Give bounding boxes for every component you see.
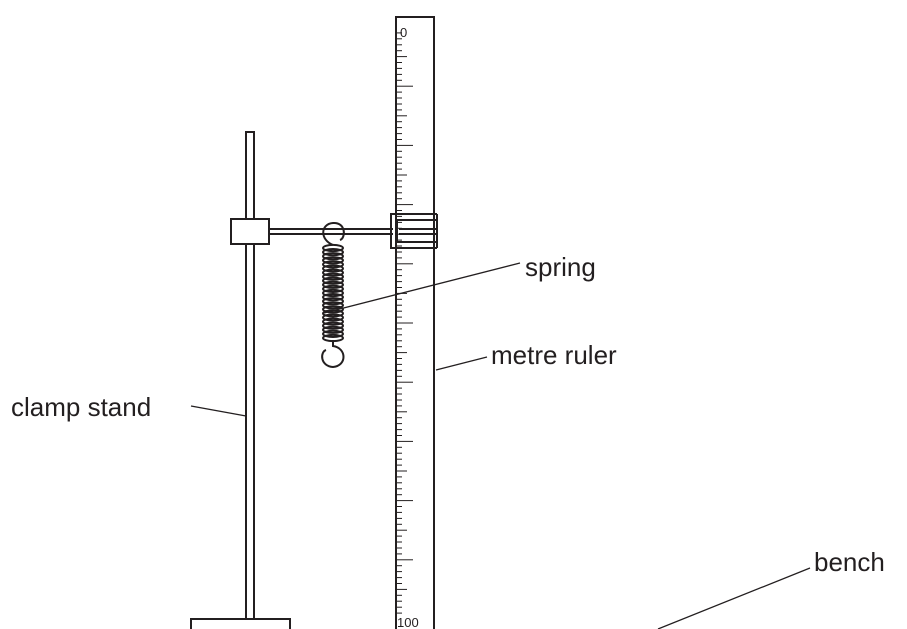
spring-coils [322, 243, 344, 343]
spring-coil [322, 301, 344, 310]
spring-coil [322, 256, 344, 265]
spring-coil [322, 305, 344, 314]
spring-coil [322, 329, 344, 338]
spring-coil [322, 297, 344, 306]
bench-leader-line [657, 567, 811, 629]
spring-coil [322, 317, 344, 326]
ruler-ticks [397, 32, 413, 614]
clamp-boss [230, 218, 270, 245]
clamp-stand-label: clamp stand [11, 392, 151, 422]
spring-coil [322, 248, 344, 257]
spring-coil [322, 252, 344, 261]
spring-coil [322, 268, 344, 277]
spring-leader-line [323, 262, 521, 314]
bench-label: bench [814, 547, 885, 577]
spring-coil [322, 284, 344, 293]
clamp-stand-leader-line [190, 405, 247, 417]
clamp-arm [269, 228, 393, 235]
spring-coil [322, 325, 344, 334]
clamp-stand [190, 131, 291, 629]
metre-ruler-leader-line [435, 356, 488, 371]
spring-top-hook [322, 221, 345, 246]
spring [321, 221, 345, 369]
metre-ruler-label: metre ruler [491, 340, 617, 370]
spring-bottom-hook [321, 340, 345, 369]
spring-coil [322, 276, 344, 285]
ruler-hundred-mark: 100 [397, 615, 419, 629]
spring-label: spring [525, 252, 596, 282]
metre-ruler: 0 100 [395, 16, 435, 629]
spring-coil [322, 260, 344, 269]
spring-coil [322, 243, 344, 253]
spring-coil [322, 272, 344, 281]
spring-coil [322, 313, 344, 322]
clamp-stand-rod [245, 131, 255, 623]
clamp-stand-base [190, 618, 291, 629]
spring-coil [322, 321, 344, 330]
spring-coil [322, 264, 344, 273]
ruler-zero-mark: 0 [400, 25, 407, 40]
spring-coil [322, 280, 344, 289]
spring-coil [322, 293, 344, 302]
ruler-clip [390, 213, 438, 249]
spring-coil [322, 288, 344, 298]
